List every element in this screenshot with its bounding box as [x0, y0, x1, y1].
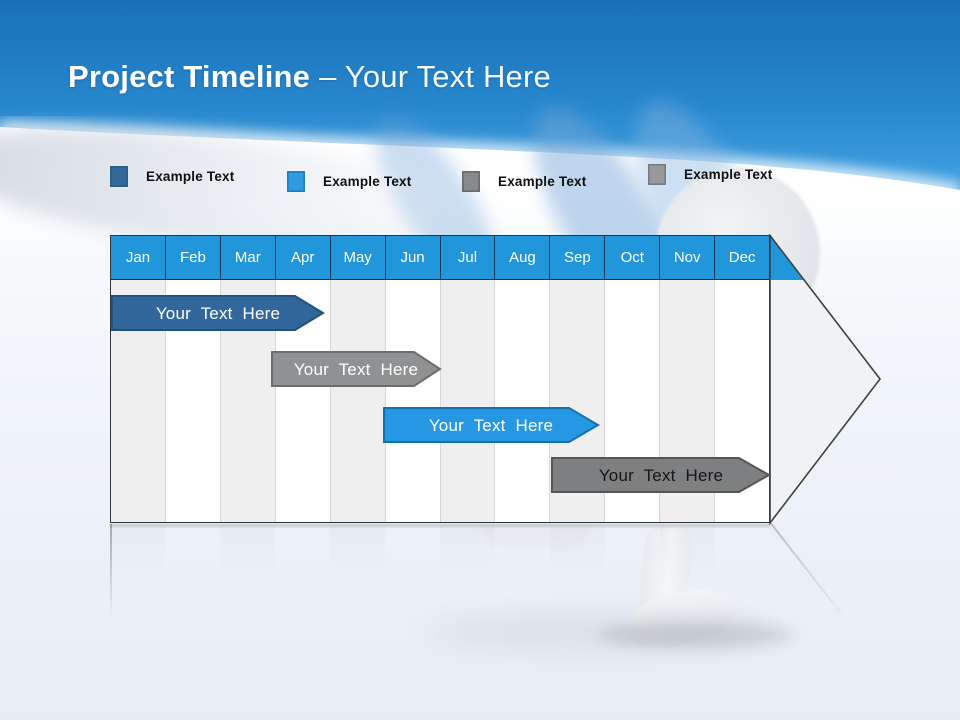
bar-label: Your Text Here	[294, 360, 418, 379]
timeline-bar-3: Your Text Here	[383, 407, 600, 443]
month-cell-apr: Apr	[276, 236, 331, 279]
arrowhead-reflection-line	[770, 522, 849, 623]
legend-item-3: Example Text	[462, 171, 586, 192]
page-title: Project Timeline– Your Text Here	[68, 59, 551, 95]
bar-shape	[551, 457, 772, 493]
month-cell-jul: Jul	[441, 236, 496, 279]
month-cell-may: May	[331, 236, 386, 279]
title-bold-text: Project Timeline	[68, 59, 311, 94]
timeline-column	[385, 280, 441, 522]
arrowhead-body	[770, 235, 880, 523]
month-cell-mar: Mar	[221, 236, 276, 279]
bar-shape	[383, 407, 600, 443]
bar-label: Your Text Here	[429, 416, 553, 435]
legend-swatch-gray	[648, 164, 666, 185]
timeline-bar-1: Your Text Here	[111, 295, 325, 331]
month-cell-sep: Sep	[550, 236, 606, 279]
timeline-column	[440, 280, 496, 522]
month-cell-jan: Jan	[111, 236, 166, 279]
timeline-bar-4: Your Text Here	[551, 457, 772, 493]
legend-label: Example Text	[146, 169, 235, 184]
legend-swatch-blue	[287, 171, 305, 192]
timeline-column	[330, 280, 386, 522]
table-reflection	[110, 525, 770, 595]
title-accent-text: – Your Text Here	[319, 59, 551, 94]
table-left-border-reflection	[110, 524, 112, 619]
legend-label: Example Text	[684, 167, 773, 182]
month-header-row: Jan Feb Mar Apr May Jun Jul Aug Sep Oct …	[111, 236, 769, 280]
bar-shape	[111, 295, 325, 331]
legend-swatch-darkgray	[462, 171, 480, 192]
month-cell-oct: Oct	[605, 236, 661, 279]
figure-hand-blob	[480, 522, 592, 548]
month-cell-nov: Nov	[660, 236, 716, 279]
timeline-column	[495, 280, 551, 522]
month-cell-jun: Jun	[386, 236, 441, 279]
legend-item-4: Example Text	[648, 164, 772, 185]
legend-label: Example Text	[498, 174, 587, 189]
table-edge-reflection	[110, 524, 770, 527]
arrowhead-outline	[769, 234, 882, 525]
timeline-bar-2: Your Text Here	[271, 351, 442, 387]
ground-shadow	[428, 614, 763, 650]
blue-band-shape	[0, 0, 960, 190]
legend-item-2: Example Text	[287, 171, 411, 192]
month-cell-aug: Aug	[495, 236, 551, 279]
bar-label: Your Text Here	[599, 466, 723, 485]
bar-label: Your Text Here	[156, 304, 280, 323]
month-cell-dec: Dec	[728, 249, 756, 266]
legend-item-1: Example Text	[110, 166, 234, 187]
legend-swatch-darkblue	[110, 166, 128, 187]
month-cell-feb: Feb	[166, 236, 221, 279]
bar-shape	[271, 351, 442, 387]
timeline-arrowhead	[769, 234, 882, 525]
foot-shadow	[598, 622, 793, 648]
legend-label: Example Text	[323, 174, 412, 189]
